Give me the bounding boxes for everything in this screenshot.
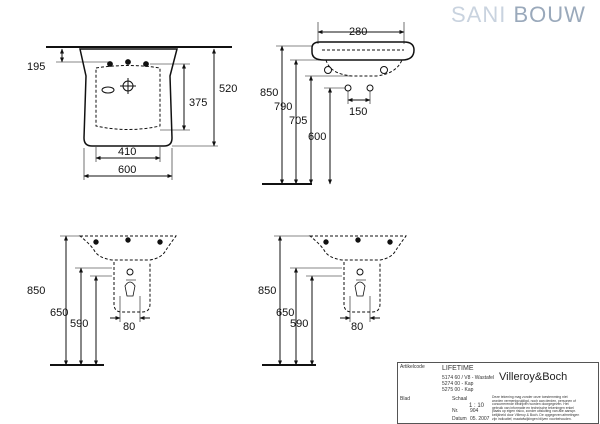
side-dim-705: 705 — [289, 115, 307, 127]
date-label: Datum — [452, 416, 467, 422]
pedestal-right-dim-650: 650 — [276, 307, 294, 319]
pedestal-right-dim-850: 850 — [258, 285, 276, 297]
pedestal-left-dim-80: 80 — [123, 321, 135, 333]
number-label: Nr. — [452, 408, 459, 414]
brand-part2: BOUW — [506, 2, 586, 27]
number-value: 904 — [470, 408, 479, 414]
front-dim-375: 375 — [189, 97, 207, 109]
pedestal-left-dim-590: 590 — [70, 318, 88, 330]
series-label: Artikelcode — [400, 364, 425, 370]
article-line-3: 5275 00 - Kap — [442, 387, 474, 393]
front-dim-600: 600 — [118, 164, 136, 176]
pedestal-right-dim-80: 80 — [351, 321, 363, 333]
sanibouw-logo: SANI BOUW — [451, 2, 586, 28]
series-name: LIFETIME — [442, 365, 474, 372]
disclaimer-line: gebruik van informatie en technische tek… — [492, 405, 574, 410]
front-dim-410: 410 — [118, 146, 136, 158]
pedestal-left-dim-650: 650 — [50, 307, 68, 319]
pedestal-right-dim-590: 590 — [290, 318, 308, 330]
sheet-label: Blad — [400, 396, 411, 402]
title-block: Artikelcode LIFETIME 5174 60 / V8 - Wast… — [397, 362, 599, 424]
front-dim-520: 520 — [219, 83, 237, 95]
disclaimer-line: worden vermenigvuldigd, noch aan derden,… — [492, 398, 576, 403]
side-dim-790: 790 — [274, 101, 292, 113]
pedestal-view-right — [262, 235, 407, 366]
side-view — [262, 22, 415, 185]
disclaimer-line: Deze tekening mag zonder onze toestemmin… — [492, 395, 568, 399]
side-dim-150: 150 — [349, 106, 367, 118]
side-dim-280: 280 — [349, 26, 367, 38]
disclaimer-line: concurrerende bedrijven worden doorgegev… — [492, 402, 569, 407]
disclaimer-line: zijn indicatief, maatafwijkingen blijven… — [492, 416, 572, 421]
disclaimer: Deze tekening mag zonder onze toestemmin… — [492, 395, 580, 421]
front-view — [46, 46, 232, 180]
date-value: 05. 2007 — [470, 416, 490, 422]
scale-label: Schaal — [452, 396, 468, 402]
article-line-1: 5174 60 / V8 - Wastafel — [442, 375, 495, 381]
disclaimer-line: plaats op eigen risico, zonder uitsluiti… — [492, 409, 576, 414]
front-dim-195: 195 — [27, 61, 45, 73]
pedestal-view-left — [50, 235, 177, 366]
pedestal-left-dim-850: 850 — [27, 285, 45, 297]
article-line-2: 5274 00 - Kap — [442, 381, 474, 387]
manufacturer-logo: Villeroy&Boch — [499, 371, 568, 383]
side-dim-600: 600 — [308, 131, 326, 143]
side-dim-850: 850 — [260, 87, 278, 99]
brand-part1: SANI — [451, 2, 507, 27]
disclaimer-line: kelijkheid door Villeroy & Boch. De opge… — [492, 412, 580, 417]
scale-value: 1 : 10 — [469, 403, 485, 409]
